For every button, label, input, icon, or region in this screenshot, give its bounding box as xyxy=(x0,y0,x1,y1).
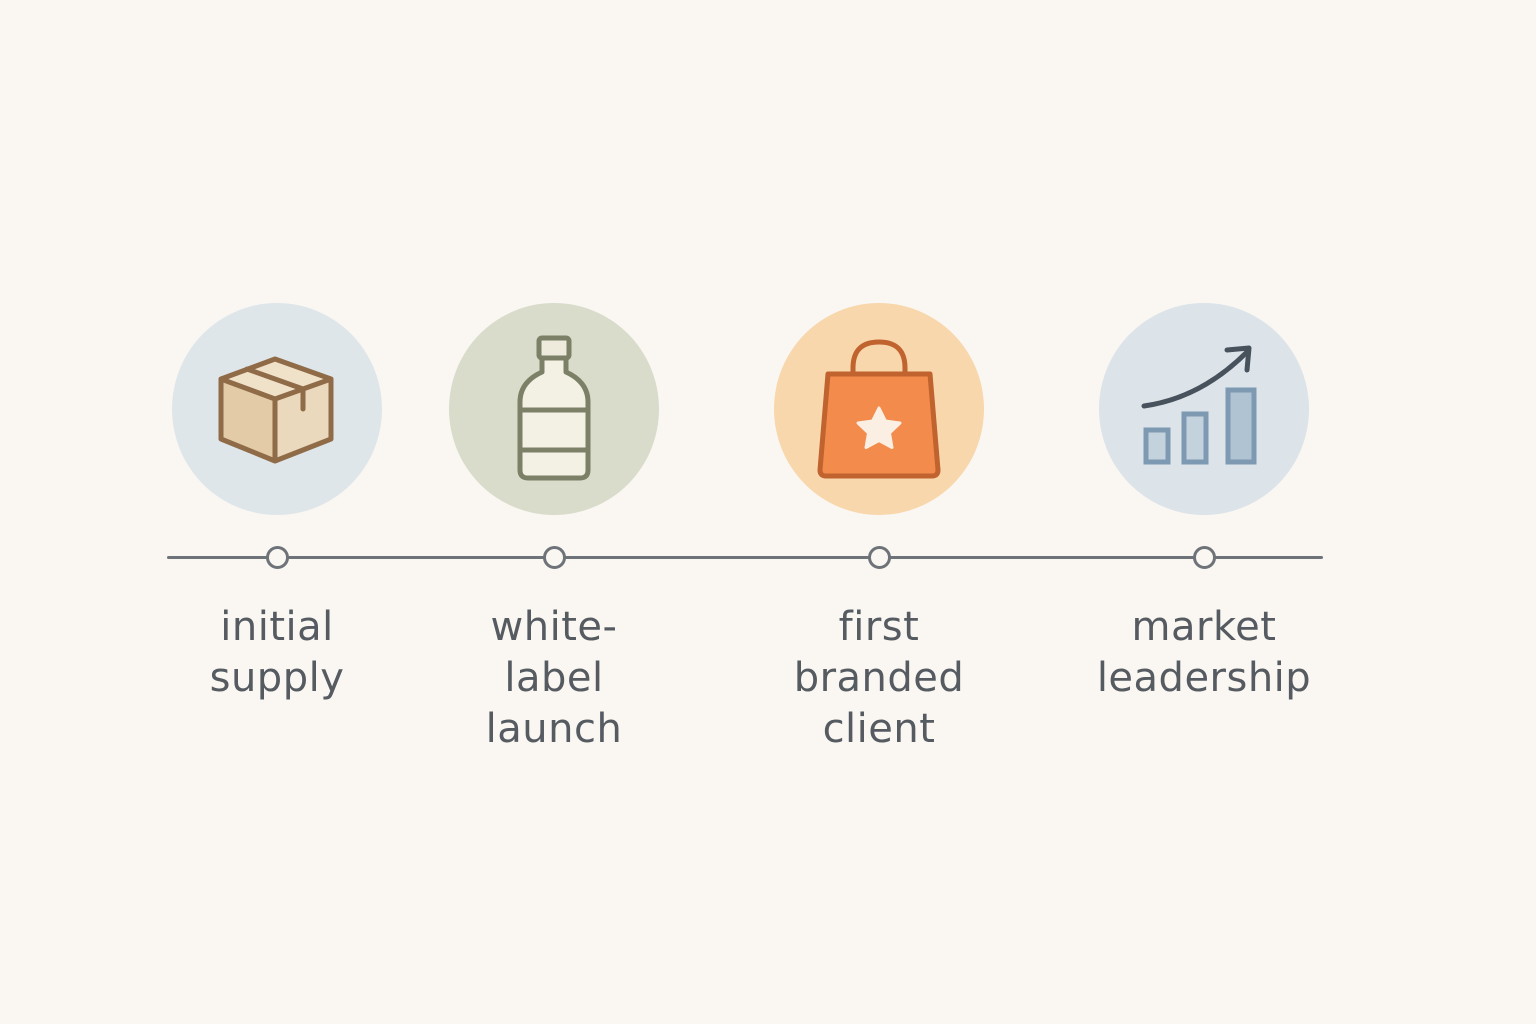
box-icon xyxy=(218,356,334,464)
timeline-node xyxy=(868,546,891,569)
bottle-icon xyxy=(517,335,591,481)
milestone-label-line: label xyxy=(504,655,604,701)
shopping-bag-star-icon xyxy=(817,339,941,479)
milestone-market-leadership: market leadership xyxy=(1097,0,1311,1024)
milestone-icon-circle xyxy=(1099,303,1309,515)
milestone-label-line: launch xyxy=(485,706,623,752)
growth-chart-icon xyxy=(1141,345,1257,465)
timeline-node xyxy=(543,546,566,569)
milestone-label-line: first xyxy=(838,604,920,650)
timeline-node xyxy=(1193,546,1216,569)
milestone-label: initial supply xyxy=(117,602,437,704)
milestone-label-line: initial xyxy=(220,604,334,650)
timeline-node xyxy=(266,546,289,569)
milestone-initial-supply: initial supply xyxy=(172,0,382,1024)
milestone-label-line: white- xyxy=(490,604,618,650)
milestone-white-label-launch: white- label launch xyxy=(449,0,659,1024)
timeline-line xyxy=(167,556,1323,559)
milestone-icon-circle xyxy=(449,303,659,515)
milestone-first-branded-client: first branded client xyxy=(774,0,984,1024)
milestone-label-line: supply xyxy=(209,655,345,701)
milestone-icon-circle xyxy=(774,303,984,515)
milestone-label: white- label launch xyxy=(394,602,714,755)
milestone-label: market leadership xyxy=(1044,602,1364,704)
milestone-label-line: branded xyxy=(793,655,965,701)
milestone-icon-circle xyxy=(172,303,382,515)
milestone-label-line: leadership xyxy=(1096,655,1312,701)
milestone-label-line: client xyxy=(822,706,936,752)
milestone-label-line: market xyxy=(1131,604,1277,650)
milestone-label: first branded client xyxy=(719,602,1039,755)
